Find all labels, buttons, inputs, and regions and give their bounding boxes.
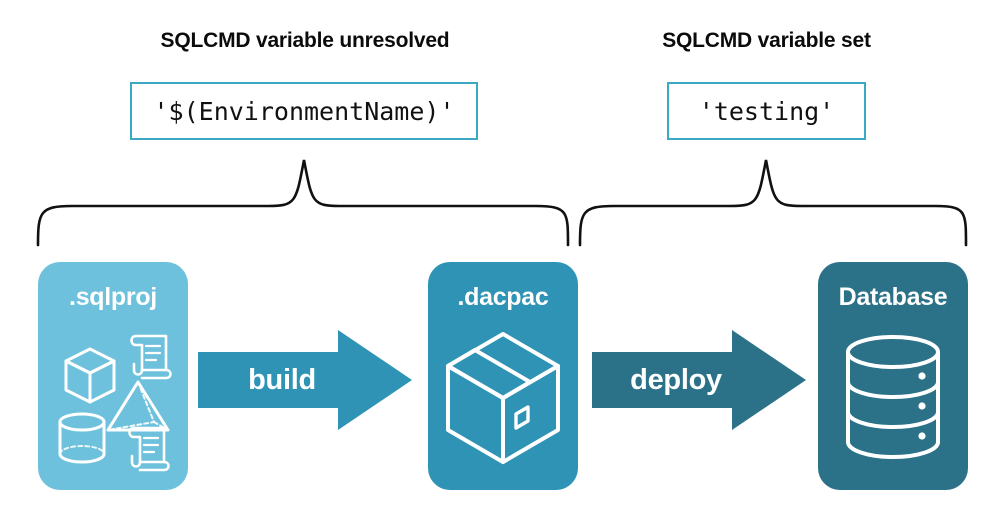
- entity-database-label: Database: [838, 283, 948, 311]
- heading-sqlcmd-variable-unresolved: SQLCMD variable unresolved: [160, 29, 450, 52]
- cylinder-icon: [58, 412, 106, 464]
- code-box-environment-name: '$(EnvironmentName)': [130, 82, 478, 140]
- arrow-deploy: deploy: [592, 330, 806, 430]
- code-box-testing: 'testing': [667, 82, 866, 140]
- arrow-deploy-shape: [592, 330, 806, 430]
- heading-sqlcmd-variable-set: SQLCMD variable set: [662, 29, 871, 52]
- entity-sqlproj-label: .sqlproj: [69, 283, 157, 311]
- entity-database: Database: [818, 262, 968, 490]
- scroll-icon: [128, 426, 170, 472]
- left-brace-icon: [36, 159, 570, 247]
- entity-sqlproj-art: [58, 334, 172, 472]
- arrow-build: build: [198, 330, 412, 430]
- package-box-icon: [446, 332, 560, 464]
- database-cylinder-icon: [846, 335, 940, 459]
- entity-sqlproj: .sqlproj: [38, 262, 188, 490]
- scroll-icon: [130, 334, 172, 380]
- arrow-build-shape: [198, 330, 412, 430]
- entity-dacpac-art: [446, 332, 560, 464]
- cube-icon: [64, 347, 116, 404]
- pyramid-icon: [106, 380, 170, 432]
- entity-database-art: [846, 335, 940, 459]
- right-brace-icon: [578, 159, 968, 247]
- entity-dacpac-label: .dacpac: [457, 283, 549, 311]
- brace-group: [36, 159, 968, 247]
- entity-dacpac: .dacpac: [428, 262, 578, 490]
